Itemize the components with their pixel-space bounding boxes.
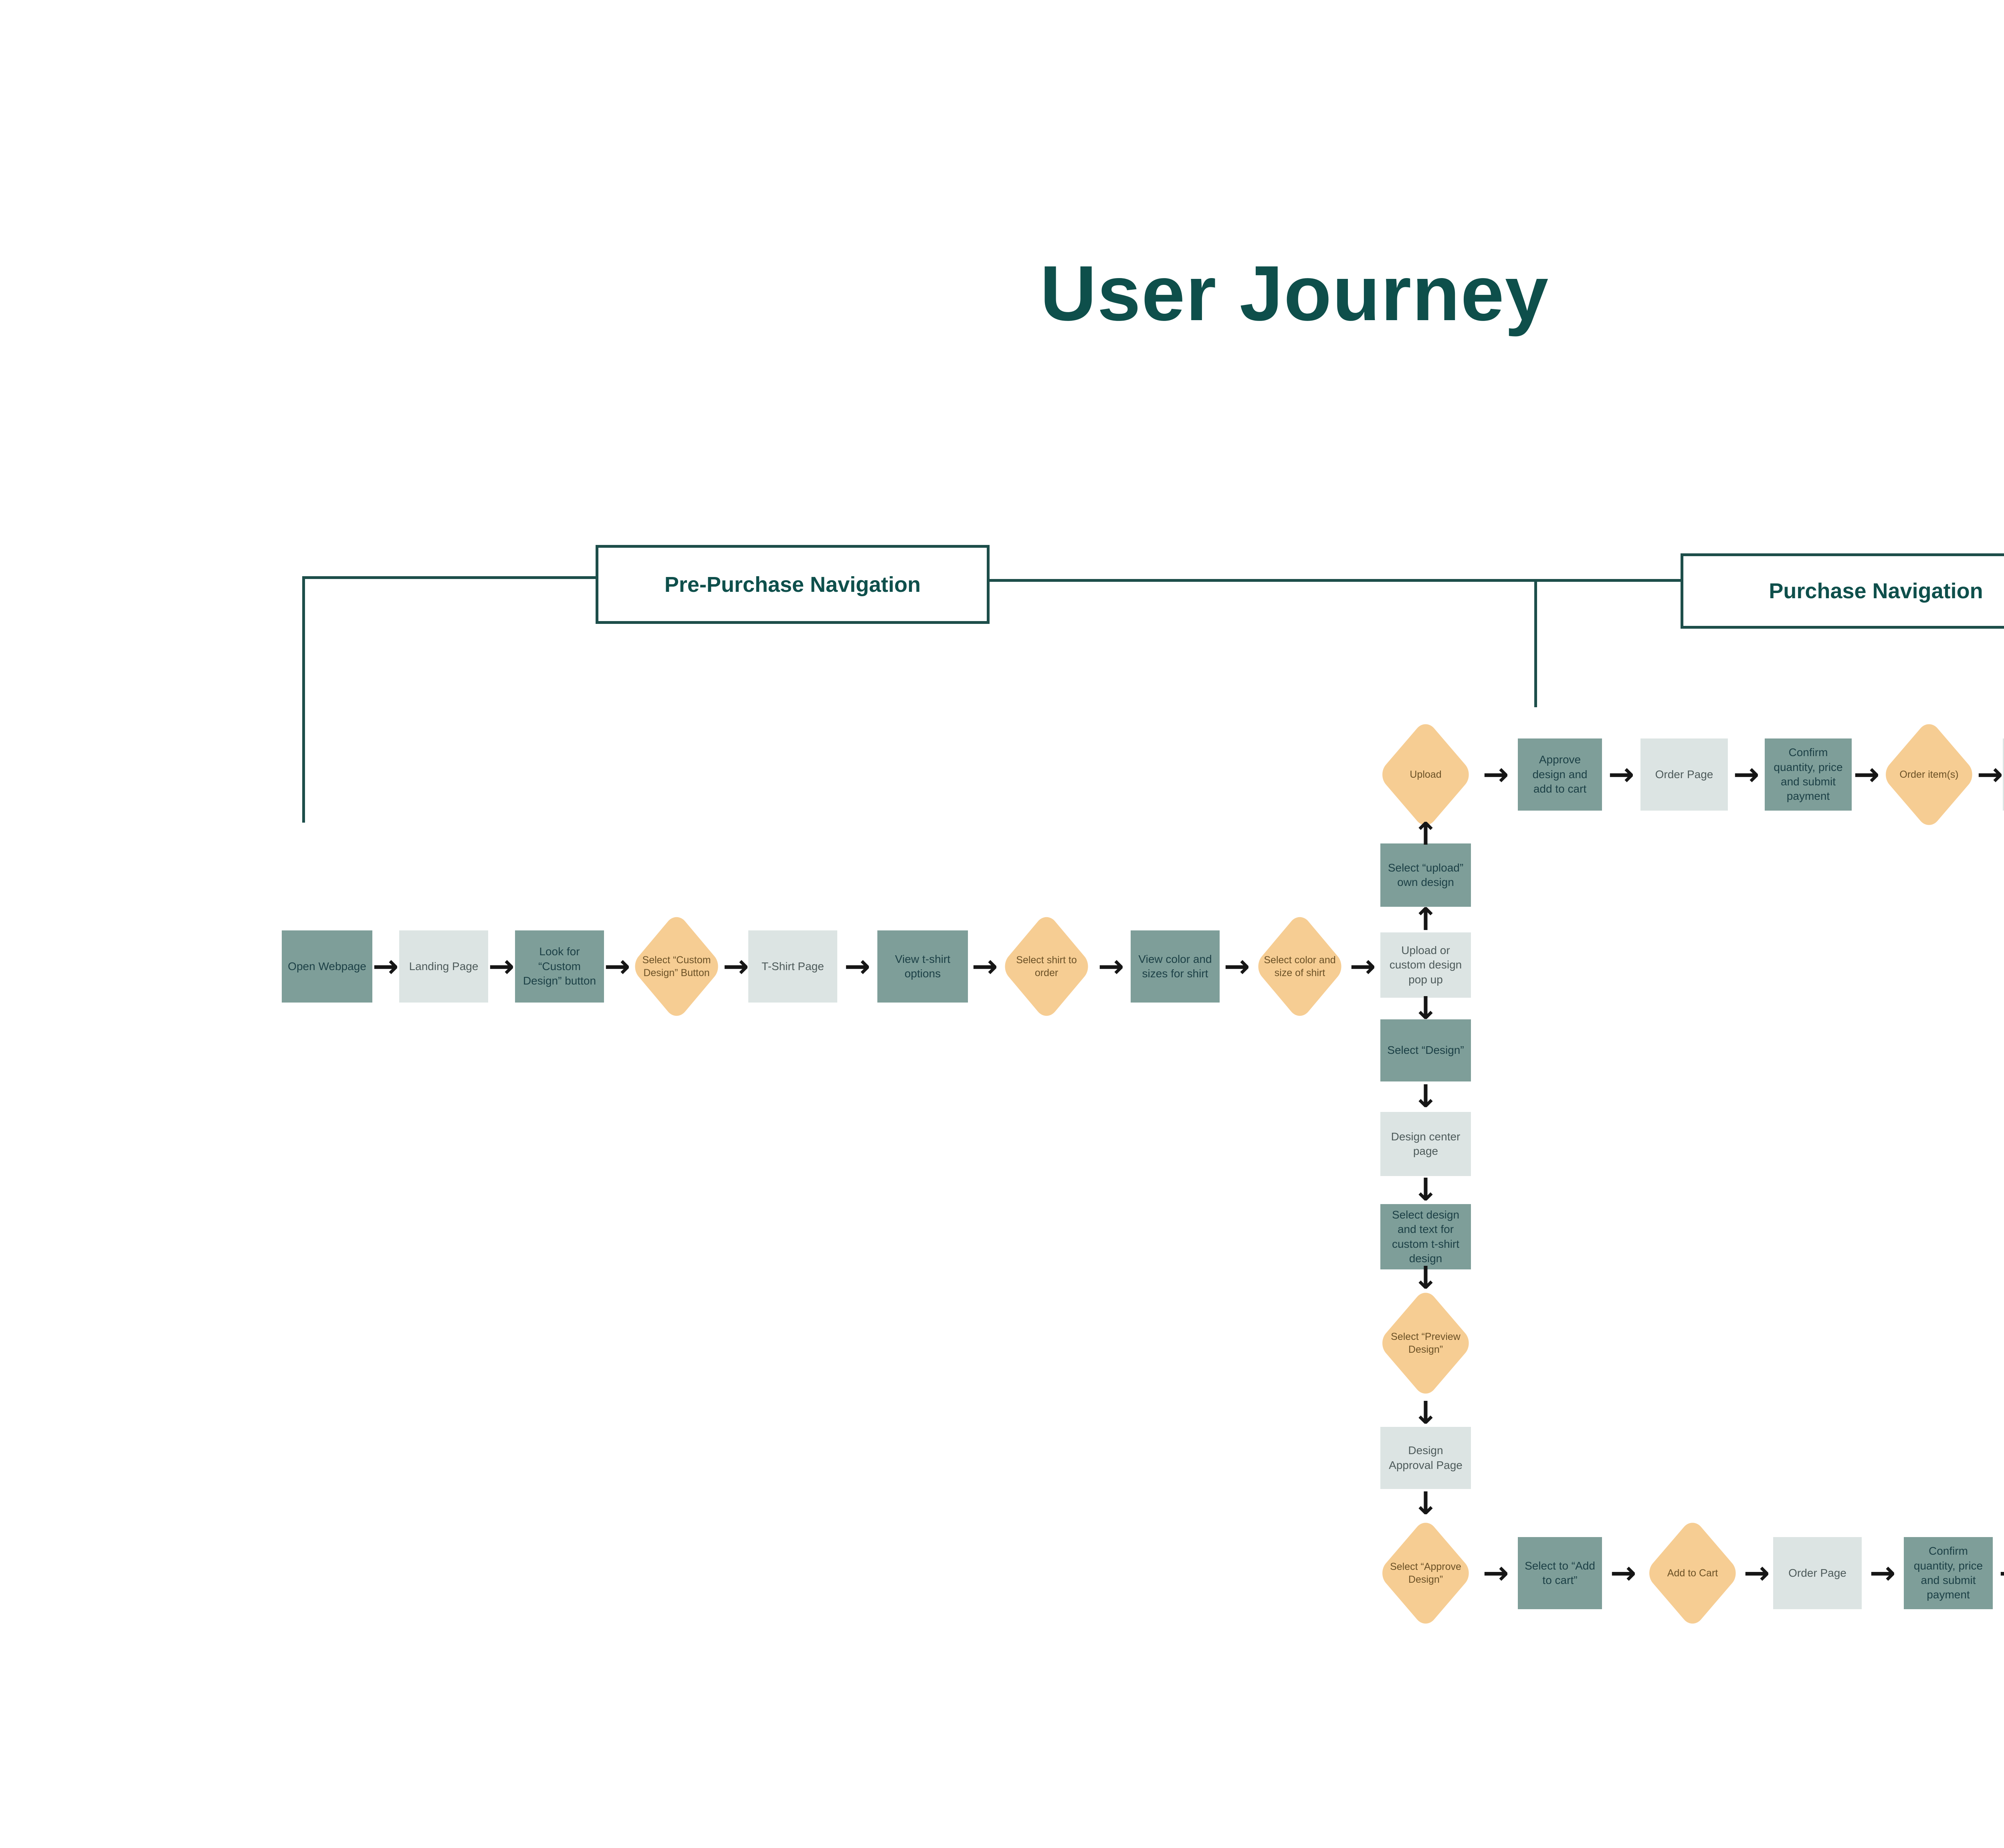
flow-node-label-wrap: Order item(s)	[1887, 734, 1971, 815]
flow-arrow-right-icon: →	[1743, 1555, 1770, 1591]
flow-arrow-right-icon: →	[1098, 948, 1124, 985]
connector-line	[302, 576, 305, 823]
flow-node-t-shirt-page[interactable]: T-Shirt Page	[748, 930, 837, 1003]
flow-node-label-wrap: Upload	[1384, 734, 1468, 815]
flow-arrow-right-icon: →	[972, 948, 998, 985]
flow-arrow-right-icon: →	[604, 948, 630, 985]
flow-node-view-color-and-sizes[interactable]: View color and sizes for shirt	[1131, 930, 1220, 1003]
flow-node-label: Order Page	[1655, 768, 1713, 781]
flow-arrow-right-icon: →	[723, 948, 749, 985]
flow-arrow-down-icon: ↓	[1412, 1260, 1439, 1296]
flow-node-label: Select “upload” own design	[1388, 861, 1464, 888]
section-label-pre-purchase: Pre-Purchase Navigation	[664, 572, 921, 597]
flow-node-label: Approve design and add to cart	[1532, 753, 1588, 795]
flow-arrow-right-icon: →	[1733, 757, 1760, 793]
flow-arrow-right-icon: →	[1869, 1555, 1896, 1591]
flow-arrow-right-icon: →	[1349, 948, 1376, 985]
flow-arrow-right-icon: →	[1483, 1555, 1509, 1591]
flow-arrow-down-icon: ↓	[1412, 1486, 1439, 1522]
flow-node-label: View color and sizes for shirt	[1138, 952, 1212, 980]
flow-node-label: Order item(s)	[1899, 769, 1959, 780]
flow-node-approve-design-add-to-cart[interactable]: Approve design and add to cart	[1518, 738, 1602, 811]
flow-arrow-down-icon: ↓	[1412, 1079, 1439, 1115]
flow-node-label: View t-shirt options	[895, 952, 950, 980]
flow-node-label-wrap: Select shirt to order	[1004, 926, 1089, 1007]
flow-node-label: Order Page	[1788, 1566, 1846, 1579]
flow-arrow-right-icon: →	[1610, 1555, 1636, 1591]
flow-node-label: Landing Page	[409, 960, 479, 972]
flow-node-label: Design Approval Page	[1389, 1444, 1463, 1471]
section-box-pre-purchase[interactable]: Pre-Purchase Navigation	[596, 545, 990, 624]
flow-node-design-approval-page[interactable]: Design Approval Page	[1380, 1427, 1471, 1489]
flow-node-look-for-custom-design[interactable]: Look for “Custom Design” button	[515, 930, 604, 1003]
flow-node-label: Select “Custom Design” Button	[642, 954, 711, 979]
flow-node-label: Confirm quantity, price and submit payme…	[1774, 746, 1843, 803]
flow-arrow-up-icon: ↑	[1412, 902, 1439, 938]
flow-node-select-upload-own-design[interactable]: Select “upload” own design	[1380, 843, 1471, 907]
flow-node-label-wrap: Add to Cart	[1650, 1533, 1735, 1613]
flow-arrow-up-icon: ↑	[1412, 816, 1439, 852]
flow-node-select-design-and-text[interactable]: Select design and text for custom t-shir…	[1380, 1204, 1471, 1269]
flow-node-label: Confirm quantity, price and submit payme…	[1913, 1545, 1983, 1601]
flow-arrow-down-icon: ↓	[1412, 991, 1439, 1027]
flow-node-label-wrap: Select “Preview Design”	[1384, 1303, 1468, 1383]
flow-node-label: Design center page	[1391, 1130, 1461, 1157]
flow-node-label: Select “Design”	[1387, 1044, 1464, 1057]
flow-node-label: Select “Approve Design”	[1390, 1561, 1461, 1586]
flow-node-label: Select to “Add to cart”	[1525, 1559, 1595, 1586]
flow-node-label: Upload	[1410, 769, 1442, 780]
flow-node-open-webpage[interactable]: Open Webpage	[282, 930, 372, 1003]
flow-arrow-right-icon: →	[488, 948, 515, 985]
flow-node-view-t-shirt-options[interactable]: View t-shirt options	[877, 930, 968, 1003]
flow-node-confirm-quantity-top[interactable]: Confirm quantity, price and submit payme…	[1765, 738, 1852, 811]
flow-node-upload-or-custom-design-popup[interactable]: Upload or custom design pop up	[1380, 932, 1471, 998]
flow-node-order-page-bottom[interactable]: Order Page	[1773, 1537, 1862, 1609]
flow-node-label: T-Shirt Page	[762, 960, 824, 972]
flow-arrow-right-icon: →	[1999, 1557, 2004, 1589]
flow-arrow-right-icon: →	[372, 948, 399, 985]
flow-node-label: Upload or custom design pop up	[1389, 944, 1462, 986]
flow-node-label: Open Webpage	[288, 960, 366, 972]
flow-node-confirmation-page-top[interactable]: Confirmation Page	[2003, 738, 2004, 811]
flow-node-label: Add to Cart	[1667, 1567, 1718, 1579]
flow-node-design-center-page[interactable]: Design center page	[1380, 1112, 1471, 1176]
flow-arrow-right-icon: →	[844, 948, 871, 985]
flow-arrow-right-icon: →	[1853, 757, 1880, 793]
flow-arrow-right-icon: →	[1608, 757, 1634, 793]
section-label-purchase: Purchase Navigation	[1769, 579, 1983, 603]
flow-node-confirm-quantity-bottom[interactable]: Confirm quantity, price and submit payme…	[1904, 1537, 1993, 1609]
flow-arrow-right-icon: →	[1224, 948, 1250, 985]
flow-node-label-wrap: Select “Approve Design”	[1384, 1533, 1468, 1613]
flow-node-label: Select design and text for custom t-shir…	[1392, 1208, 1460, 1265]
flow-node-select-to-add-to-cart[interactable]: Select to “Add to cart”	[1518, 1537, 1602, 1609]
flow-arrow-down-icon: ↓	[1412, 1172, 1439, 1208]
flow-node-label-wrap: Select color and size of shirt	[1258, 926, 1342, 1007]
flow-node-label: Look for “Custom Design” button	[523, 945, 596, 987]
flow-node-landing-page[interactable]: Landing Page	[399, 930, 488, 1003]
flow-arrow-right-icon: →	[1483, 757, 1509, 793]
flow-arrow-down-icon: ↓	[1412, 1395, 1439, 1431]
flow-node-label: Select “Preview Design”	[1391, 1331, 1461, 1356]
connector-line	[990, 579, 1681, 582]
page-title: User Journey	[1040, 250, 1549, 337]
flow-node-label: Select shirt to order	[1016, 954, 1077, 979]
connector-line	[302, 576, 596, 579]
flow-node-order-page-top[interactable]: Order Page	[1640, 738, 1728, 811]
connector-line	[1534, 582, 1537, 707]
flow-node-select-design[interactable]: Select “Design”	[1380, 1019, 1471, 1081]
flow-node-label-wrap: Select “Custom Design” Button	[634, 926, 719, 1007]
section-box-purchase[interactable]: Purchase Navigation	[1681, 553, 2004, 629]
flow-arrow-right-icon: →	[1977, 757, 2003, 793]
flow-node-label: Select color and size of shirt	[1264, 954, 1336, 979]
